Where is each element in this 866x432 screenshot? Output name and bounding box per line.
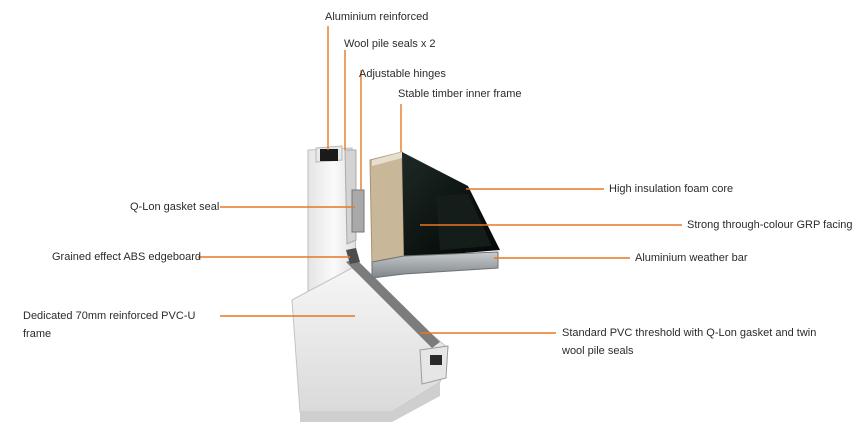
hinge: [351, 189, 365, 233]
label-q-lon-gasket-seal: Q-Lon gasket seal: [130, 201, 220, 213]
door-leaf-section: [369, 151, 500, 279]
label-adjustable-hinges: Adjustable hinges: [359, 68, 446, 80]
label-strong-grp-facing: Strong through-colour GRP facing: [687, 219, 853, 231]
label-dedicated-pvc-frame: Dedicated 70mm reinforced PVC-U frame: [23, 310, 196, 340]
label-aluminium-weather-bar: Aluminium weather bar: [635, 252, 748, 264]
leader-lines: [198, 26, 682, 334]
label-grained-abs-edgeboard: Grained effect ABS edgeboard: [52, 251, 202, 263]
label-stable-timber-inner-frame: Stable timber inner frame: [398, 88, 522, 100]
abs-edgeboard-strip: [346, 248, 360, 264]
gasket-strip: [346, 258, 440, 348]
label-high-insulation-foam-core: High insulation foam core: [609, 183, 734, 195]
label-aluminium-reinforced: Aluminium reinforced: [325, 11, 429, 23]
label-standard-pvc-threshold: Standard PVC threshold with Q-Lon gasket…: [562, 327, 817, 357]
label-wool-pile-seals: Wool pile seals x 2: [344, 38, 436, 50]
pvc-threshold: [291, 267, 449, 422]
